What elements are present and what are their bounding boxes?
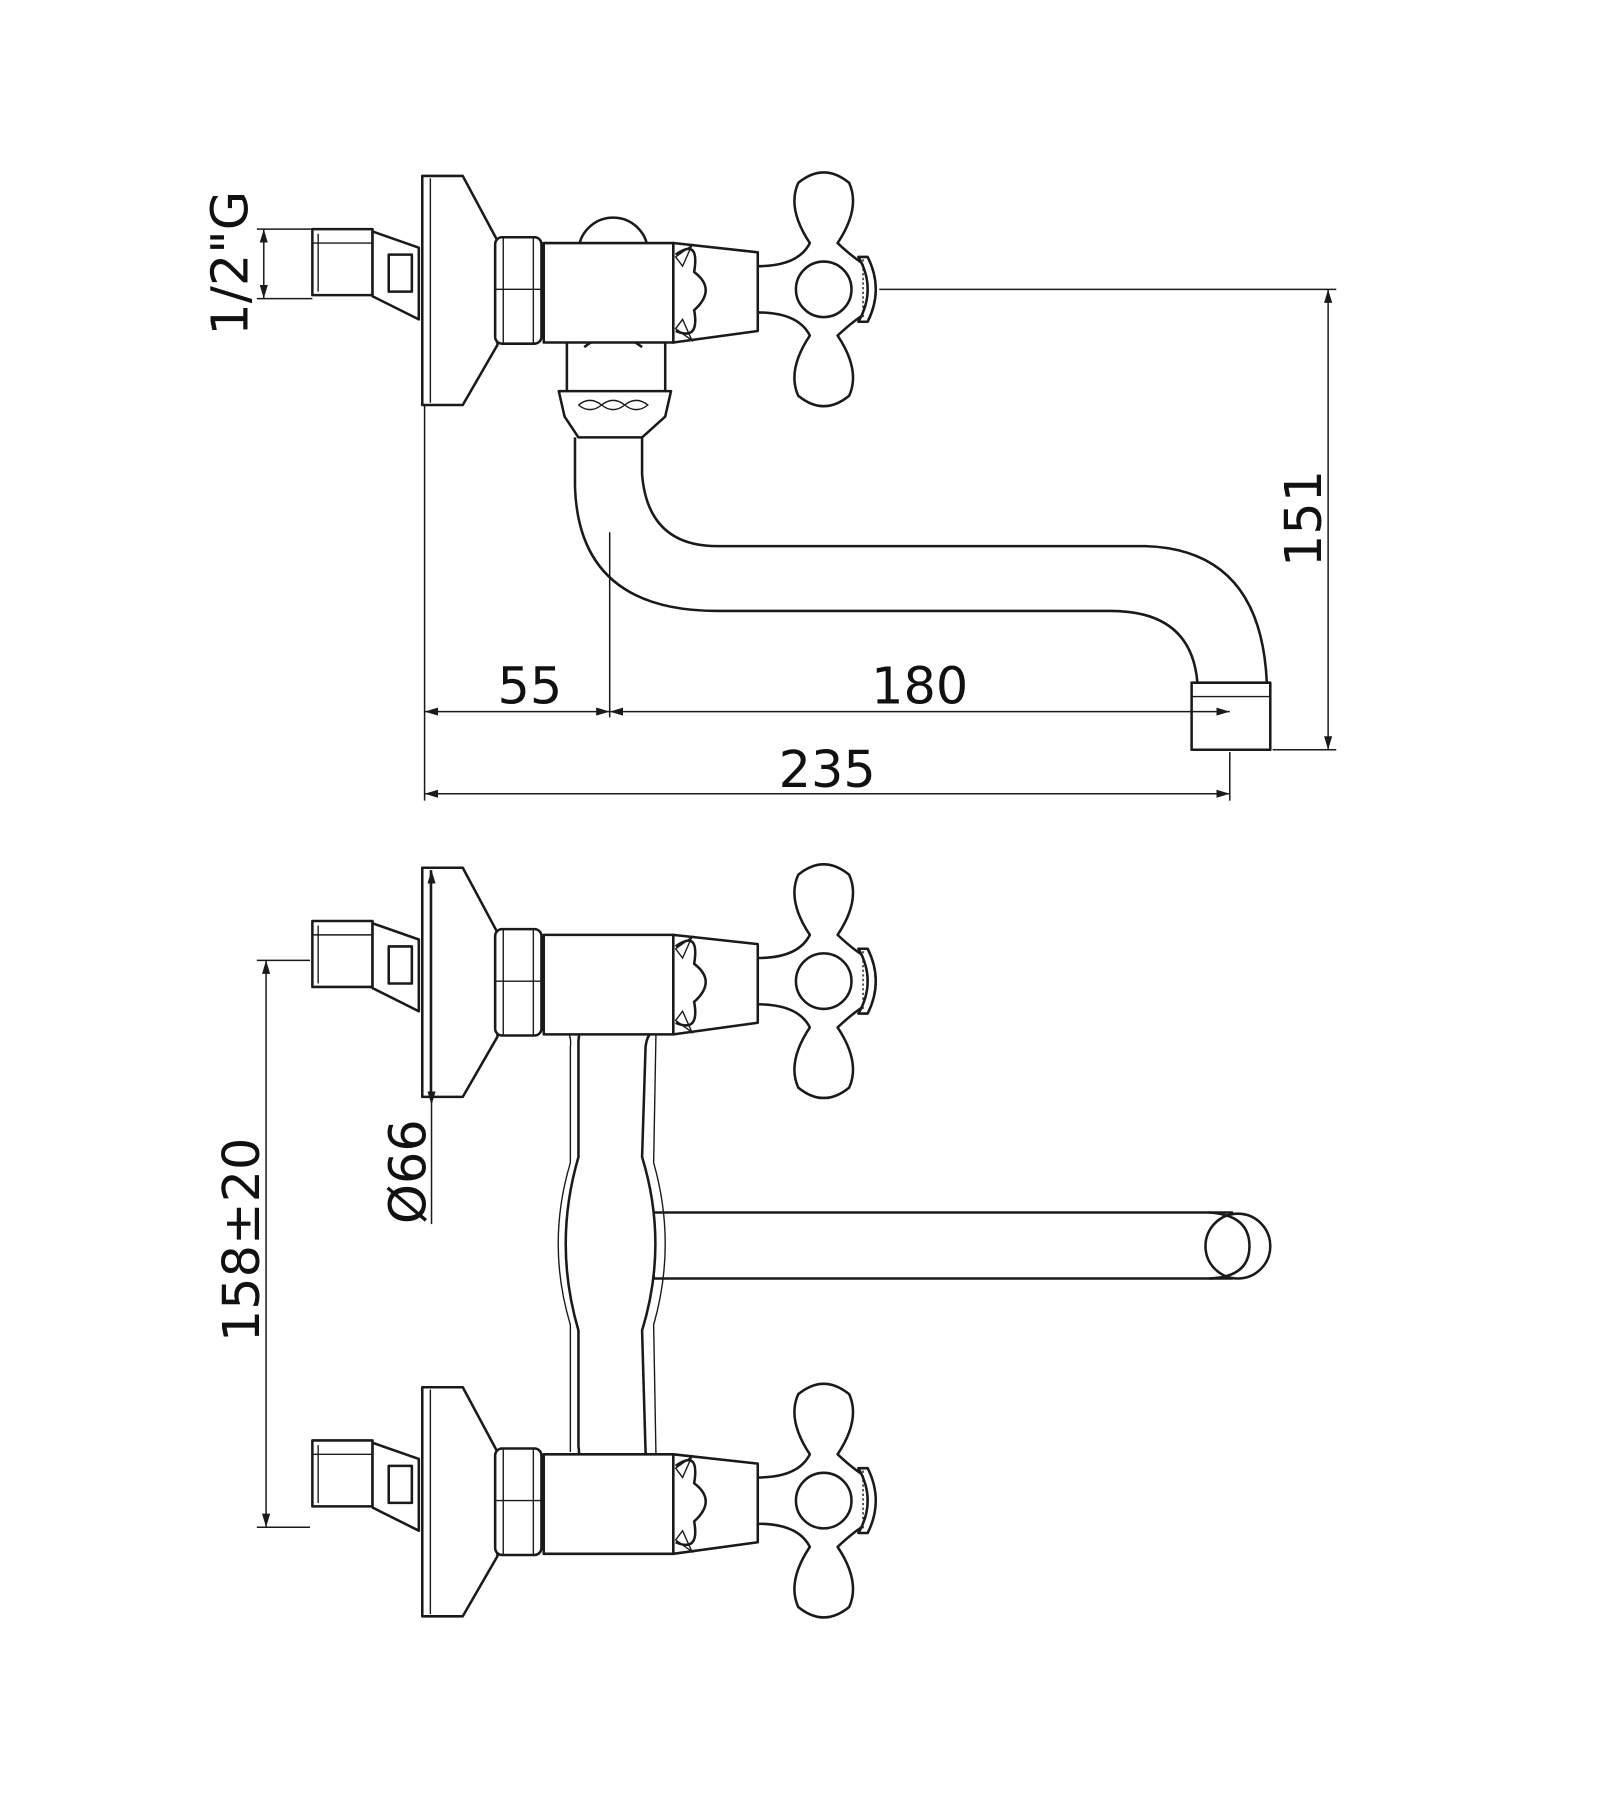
total-length-label: 235	[779, 741, 876, 800]
front-view: Ø66 158±20	[213, 863, 1272, 1619]
offset-dimension-label: 55	[497, 657, 562, 716]
spout-dimension-label: 180	[871, 657, 968, 716]
aerator-nozzle	[1190, 681, 1272, 752]
spout-stem	[565, 334, 667, 395]
center-distance-label: 158±20	[213, 1138, 272, 1343]
front-dimension-lines	[256, 870, 436, 1528]
spout-collar	[557, 389, 673, 439]
top-view: 1/2"G 151 55 180 235	[202, 171, 1337, 801]
thread-size-label: 1/2"G	[202, 191, 261, 336]
height-dimension-label: 151	[1275, 470, 1334, 567]
connecting-body	[542, 1005, 675, 1494]
plate-diameter-label: Ø66	[380, 1119, 439, 1224]
dimension-lines	[256, 228, 1337, 801]
spout	[573, 437, 1199, 683]
spout-horizontal	[652, 1211, 1234, 1280]
